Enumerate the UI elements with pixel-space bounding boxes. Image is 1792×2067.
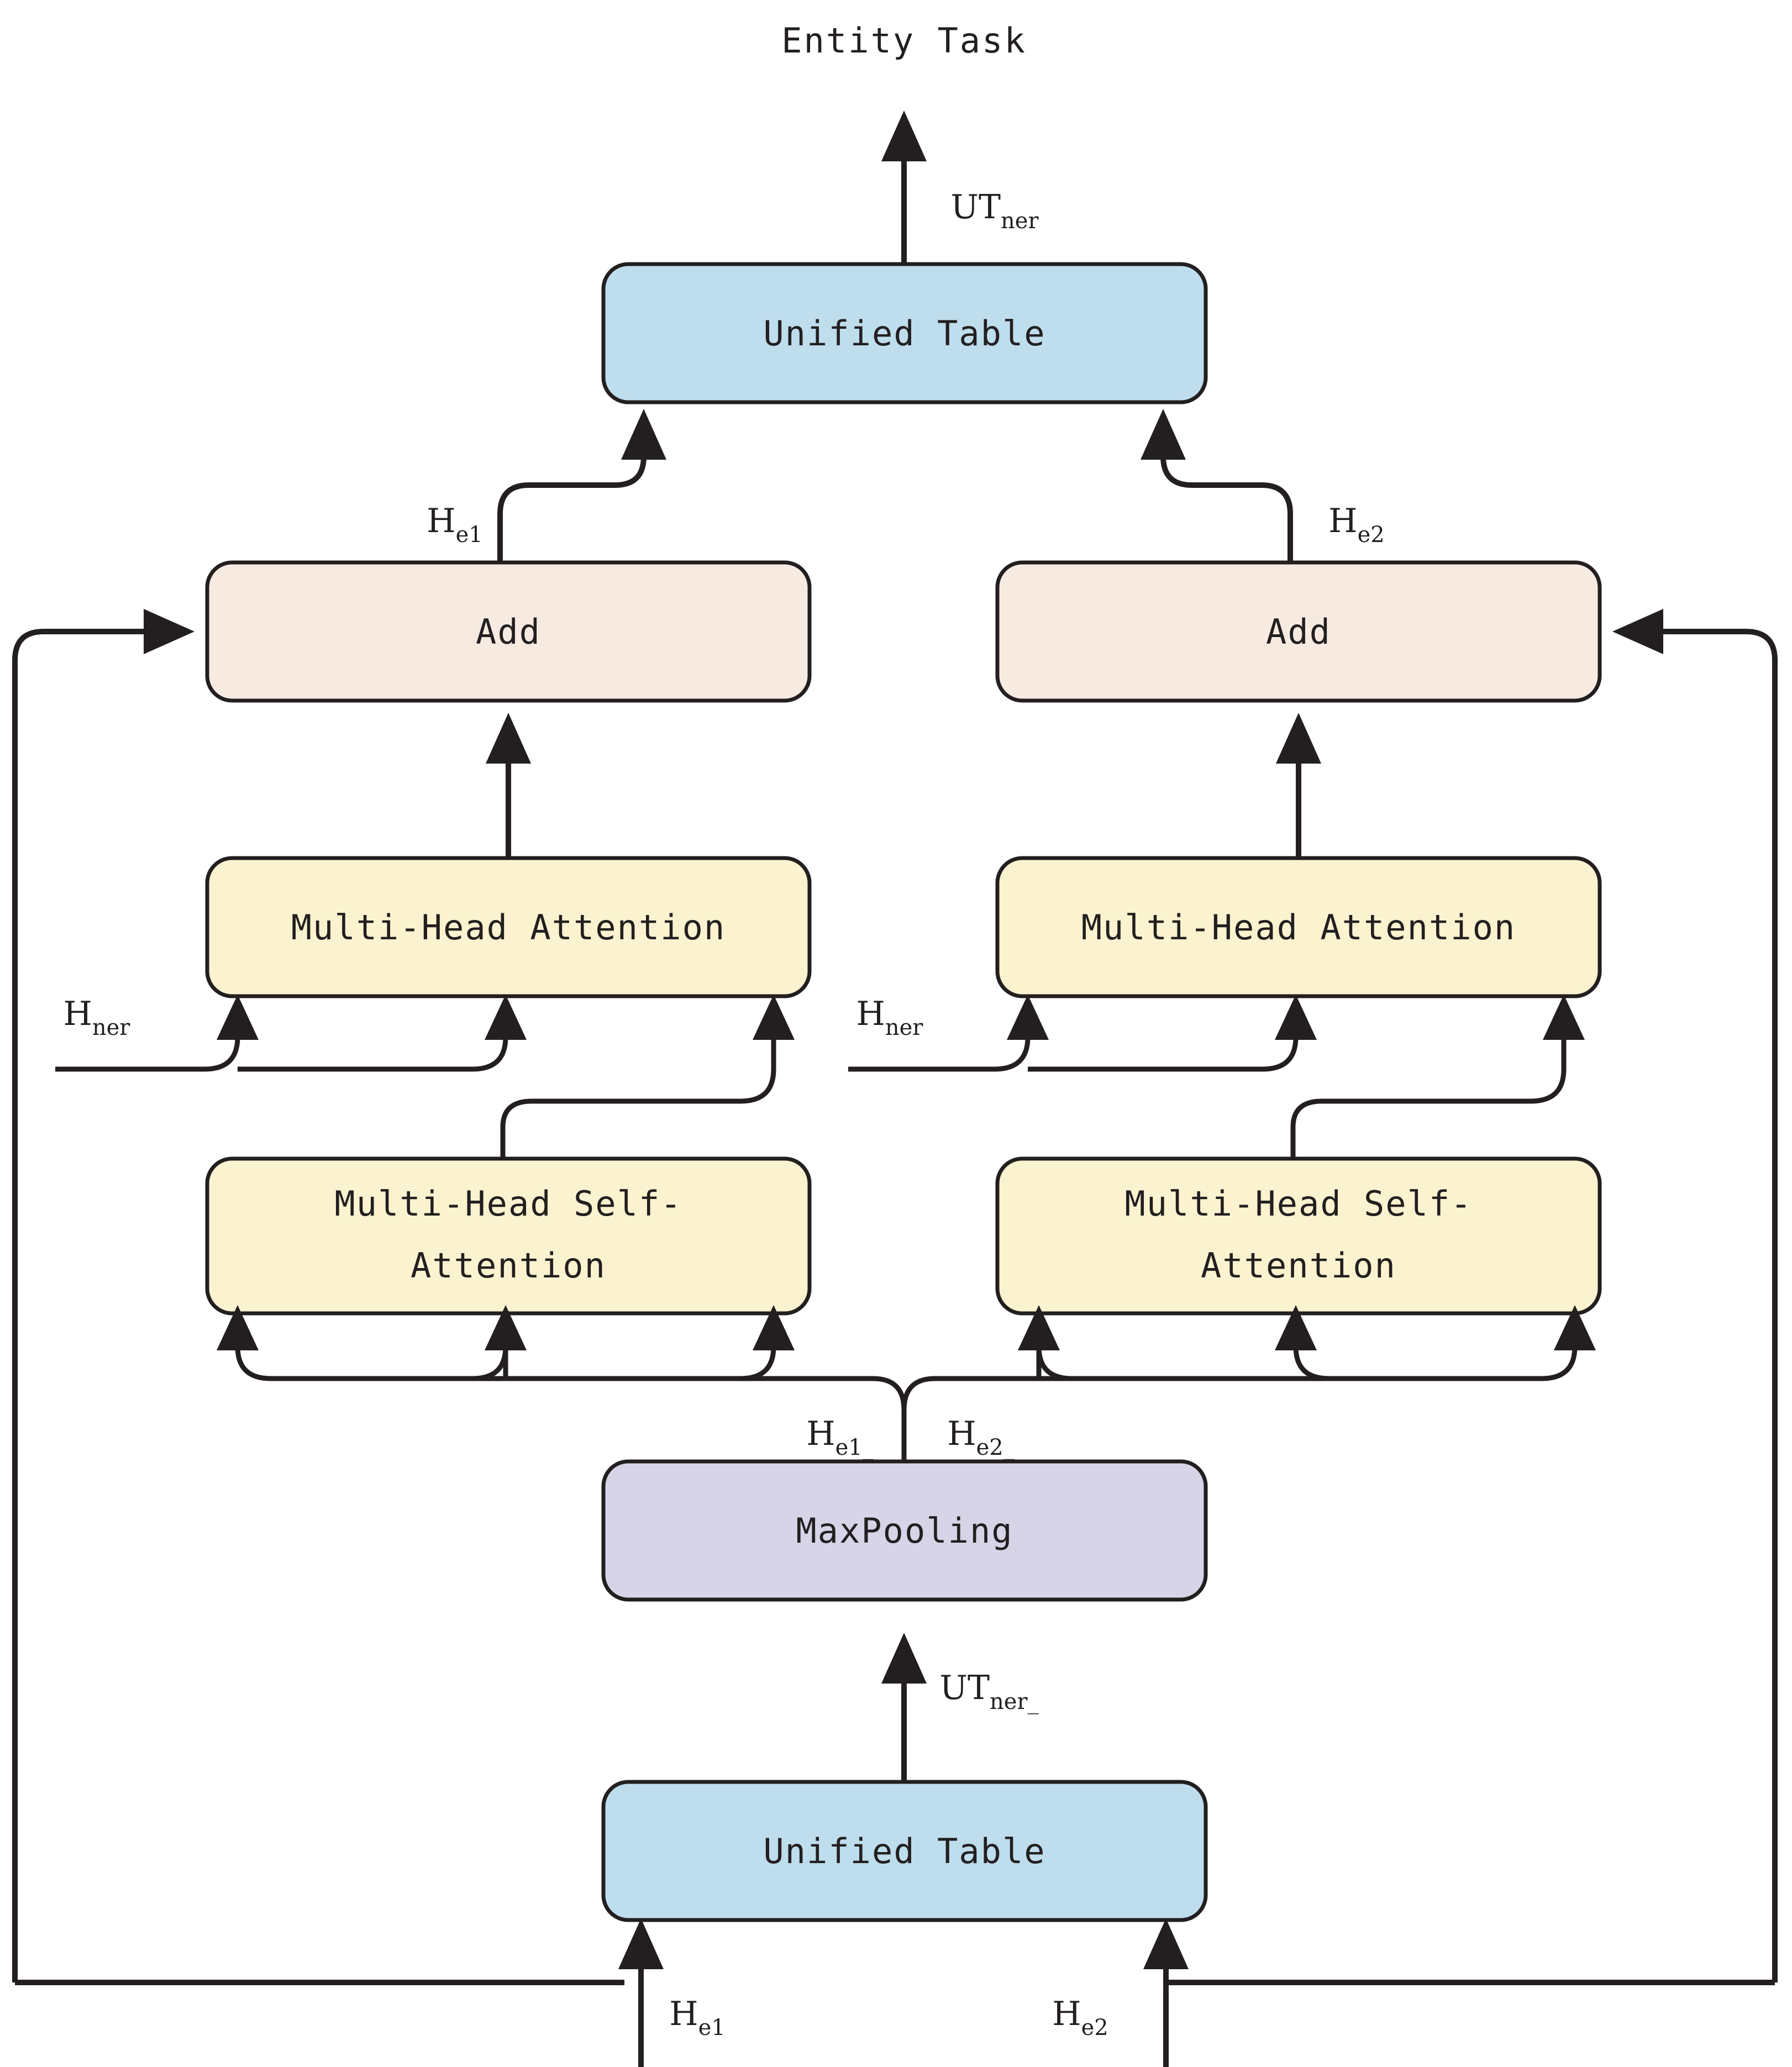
edge-hner-bus-left xyxy=(55,995,527,1072)
edge-mhsa-left-to-mha-left xyxy=(500,995,795,1159)
edge-unified-table-to-entity-task xyxy=(881,111,927,265)
node-label-mha-left: Multi-Head Attention xyxy=(291,907,726,948)
node-label-add-left: Add xyxy=(476,612,541,652)
node-label-mha-right: Multi-Head Attention xyxy=(1081,907,1516,948)
edge-residual-loop-left xyxy=(12,609,195,1982)
node-multi-head-attention-left[interactable]: Multi-Head Attention xyxy=(205,856,812,998)
edge-input-h-e2 xyxy=(1143,1918,1189,2067)
edge-label-h-e1-bottom: He1 xyxy=(669,1995,725,2040)
node-label-mhsa-right-line1: Multi-Head Self- xyxy=(1124,1184,1472,1224)
node-unified-table-bottom[interactable]: Unified Table xyxy=(601,1780,1208,1922)
node-label-unified-table-bottom: Unified Table xyxy=(763,1831,1045,1871)
edge-add-left-to-unified-table xyxy=(497,409,666,562)
edge-hner-bus-right xyxy=(848,995,1317,1072)
edge-label-h-ner-right: Hner xyxy=(856,995,924,1040)
edge-label-h-e2-underscore: He2_ xyxy=(947,1414,1014,1460)
node-add-right[interactable]: Add xyxy=(995,560,1602,703)
edge-add-right-to-unified-table xyxy=(1141,409,1293,562)
node-label-mhsa-left-line2: Attention xyxy=(411,1245,606,1286)
edge-label-ut-ner-underscore: UTner_ xyxy=(939,1669,1038,1714)
node-multi-head-self-attention-left[interactable]: Multi-Head Self- Attention xyxy=(205,1156,812,1316)
edge-mhsa-right-to-mha-right xyxy=(1290,995,1585,1159)
edge-unified-table-bottom-to-maxpooling xyxy=(881,1633,927,1782)
edge-label-h-ner-left: Hner xyxy=(64,995,131,1040)
node-label-mhsa-right-line2: Attention xyxy=(1201,1245,1396,1286)
edge-label-ut-ner: UTner xyxy=(950,188,1039,234)
edge-mha-left-to-add-left xyxy=(486,713,531,856)
edge-label-h-e1-top: He1 xyxy=(427,502,482,548)
edge-label-h-e2-bottom: He2 xyxy=(1052,1995,1108,2040)
node-unified-table-top[interactable]: Unified Table xyxy=(601,262,1208,404)
edge-maxpooling-output-bus xyxy=(217,1305,1596,1460)
edge-label-h-e1-underscore: He1_ xyxy=(806,1414,873,1460)
node-label-maxpooling: MaxPooling xyxy=(796,1511,1013,1551)
node-label-mhsa-left-line1: Multi-Head Self- xyxy=(334,1184,682,1224)
node-label-add-right: Add xyxy=(1266,612,1331,652)
node-multi-head-self-attention-right[interactable]: Multi-Head Self- Attention xyxy=(995,1156,1602,1316)
node-add-left[interactable]: Add xyxy=(205,560,812,703)
edge-residual-loop-right xyxy=(1612,609,1778,1982)
edge-input-h-e1 xyxy=(618,1918,664,2067)
page-title: Entity Task xyxy=(781,20,1027,61)
node-label-unified-table-top: Unified Table xyxy=(763,313,1045,354)
edge-mha-right-to-add-right xyxy=(1276,713,1321,856)
node-maxpooling[interactable]: MaxPooling xyxy=(601,1459,1208,1602)
node-multi-head-attention-right[interactable]: Multi-Head Attention xyxy=(995,856,1602,998)
edge-label-h-e2-top: He2 xyxy=(1328,502,1384,548)
